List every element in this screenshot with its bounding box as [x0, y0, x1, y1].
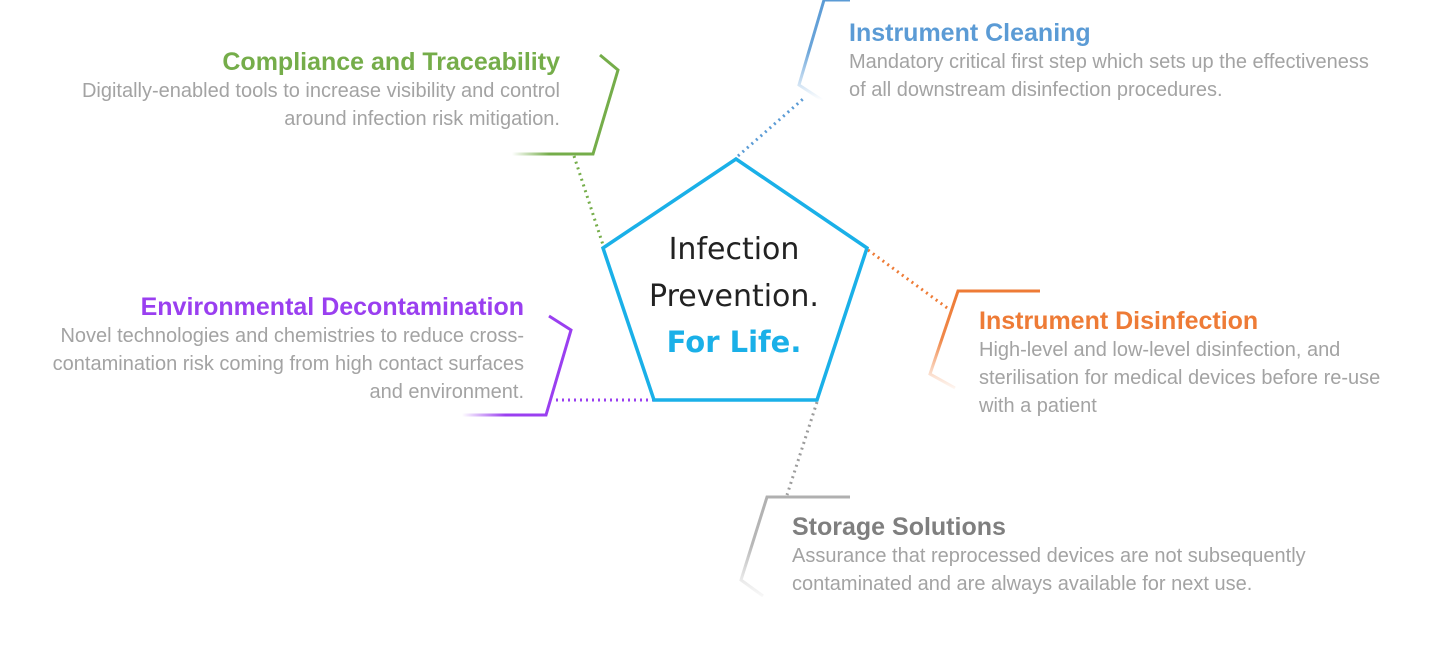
pillar-disinfection-description: High-level and low-level disinfection, a… — [979, 339, 1381, 417]
bracket-disinfection — [928, 289, 1040, 390]
pillar-cleaning: Instrument Cleaning Mandatory critical f… — [849, 18, 1369, 104]
pillar-compliance-title: Compliance and Traceability — [222, 48, 560, 76]
pillar-compliance: Compliance and Traceability Digitally-en… — [40, 47, 560, 133]
pillar-disinfection-title: Instrument Disinfection — [979, 307, 1259, 335]
bracket-storage — [739, 495, 850, 598]
pillar-storage-title: Storage Solutions — [792, 513, 1006, 541]
pillar-cleaning-title: Instrument Cleaning — [849, 19, 1091, 47]
center-title-line1: Infection — [668, 232, 800, 267]
connector-compliance — [572, 155, 606, 249]
connector-cleaning — [737, 97, 804, 158]
connector-storage — [785, 401, 819, 496]
pillar-storage: Storage Solutions Assurance that reproce… — [792, 512, 1312, 598]
connector-disinfection — [867, 248, 951, 312]
center-title-line2: Prevention. — [649, 279, 819, 314]
pillar-environmental: Environmental Decontamination Novel tech… — [20, 292, 524, 406]
pillar-compliance-description: Digitally-enabled tools to increase visi… — [81, 80, 560, 130]
bracket-environmental — [462, 314, 573, 417]
center-pentagon — [600, 156, 870, 402]
pillar-storage-description: Assurance that reprocessed devices are n… — [792, 545, 1306, 595]
bracket-cleaning — [797, 0, 850, 102]
pillar-environmental-title: Environmental Decontamination — [140, 293, 524, 321]
pillar-environmental-description: Novel technologies and chemistries to re… — [52, 325, 524, 403]
bracket-compliance — [512, 53, 620, 156]
center-tagline: For Life. — [666, 325, 802, 359]
pillar-cleaning-description: Mandatory critical first step which sets… — [849, 51, 1369, 101]
pillar-disinfection: Instrument Disinfection High-level and l… — [979, 306, 1409, 420]
